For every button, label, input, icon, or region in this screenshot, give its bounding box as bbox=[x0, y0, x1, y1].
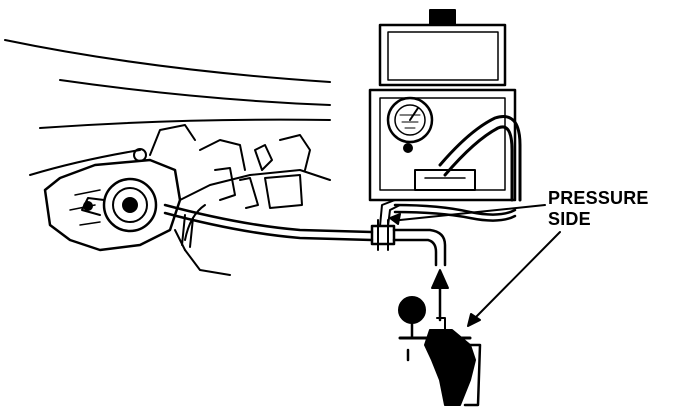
body-panel-lines bbox=[5, 40, 330, 175]
pulley-icon bbox=[82, 149, 156, 231]
tester-case bbox=[370, 10, 515, 200]
gauge-icon bbox=[388, 98, 432, 142]
hand-pump bbox=[399, 297, 480, 405]
tester-hoses bbox=[395, 117, 520, 221]
tee-fitting bbox=[372, 200, 445, 265]
vacuum-hose bbox=[165, 205, 372, 247]
pressure-side-label-line1: PRESSURE bbox=[548, 188, 649, 208]
pressure-side-label: PRESSURE SIDE bbox=[548, 188, 649, 230]
pressure-side-label-line2: SIDE bbox=[548, 209, 591, 229]
connection-arrow bbox=[432, 270, 448, 320]
callout-leader-lines bbox=[390, 205, 560, 326]
